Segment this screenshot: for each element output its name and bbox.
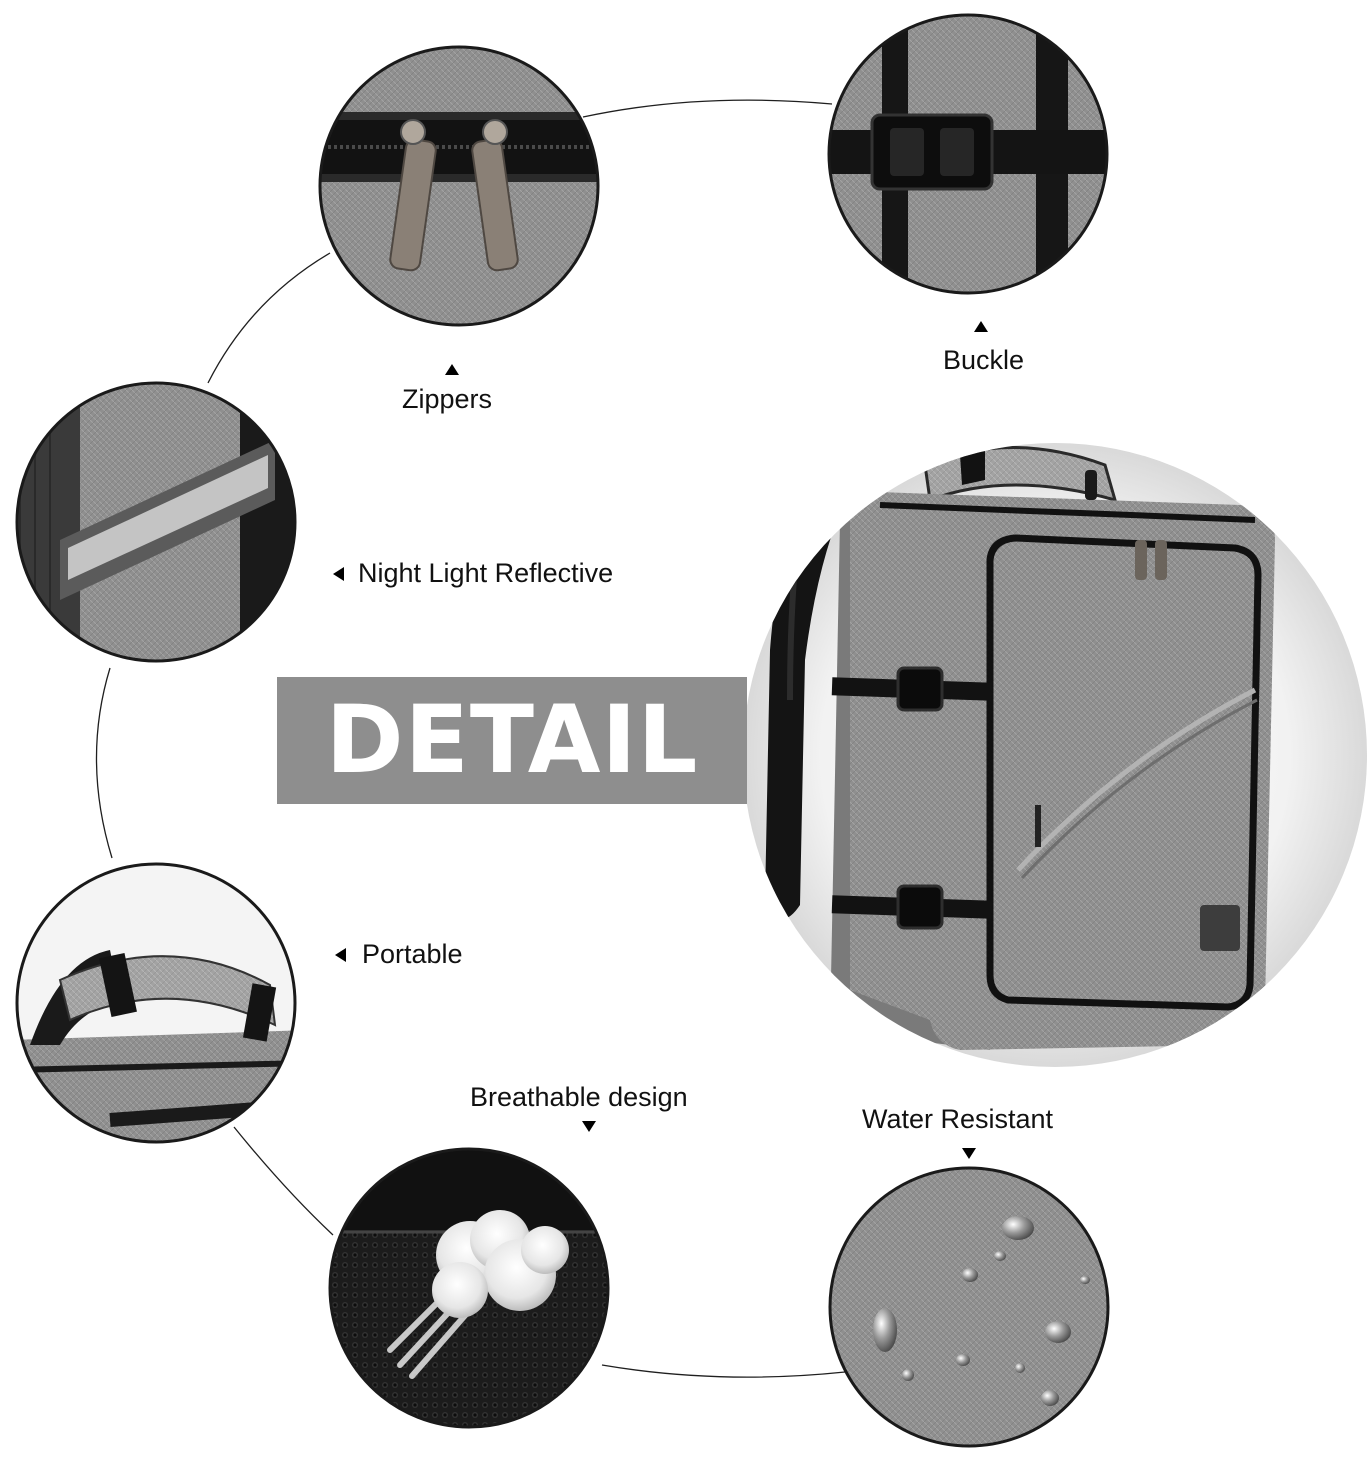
triangle-up-icon <box>445 364 459 375</box>
triangle-left-icon <box>335 948 346 962</box>
zippers-detail-image <box>318 45 600 327</box>
reflective-detail-image <box>15 381 297 663</box>
portable-label: Portable <box>362 939 463 969</box>
triangle-down-icon <box>582 1121 596 1132</box>
buckle-detail-image <box>827 13 1109 295</box>
reflective-label: Night Light Reflective <box>358 558 614 588</box>
connector-lines <box>95 99 846 1378</box>
breathable-detail-image <box>328 1147 610 1429</box>
water-resistant-label: Water Resistant <box>862 1104 1054 1134</box>
water-resistant-detail-image <box>828 1166 1110 1448</box>
portable-detail-image <box>15 862 297 1144</box>
backpack-hero-image <box>743 443 1367 1067</box>
zippers-label: Zippers <box>402 384 493 414</box>
buckle-label: Buckle <box>943 345 1025 375</box>
breathable-label: Breathable design <box>470 1082 688 1112</box>
detail-banner: DETAIL <box>277 677 747 804</box>
detail-banner-title: DETAIL <box>325 686 699 795</box>
triangle-left-icon <box>333 567 344 581</box>
triangle-down-icon <box>962 1148 976 1159</box>
triangle-up-icon <box>974 321 988 332</box>
